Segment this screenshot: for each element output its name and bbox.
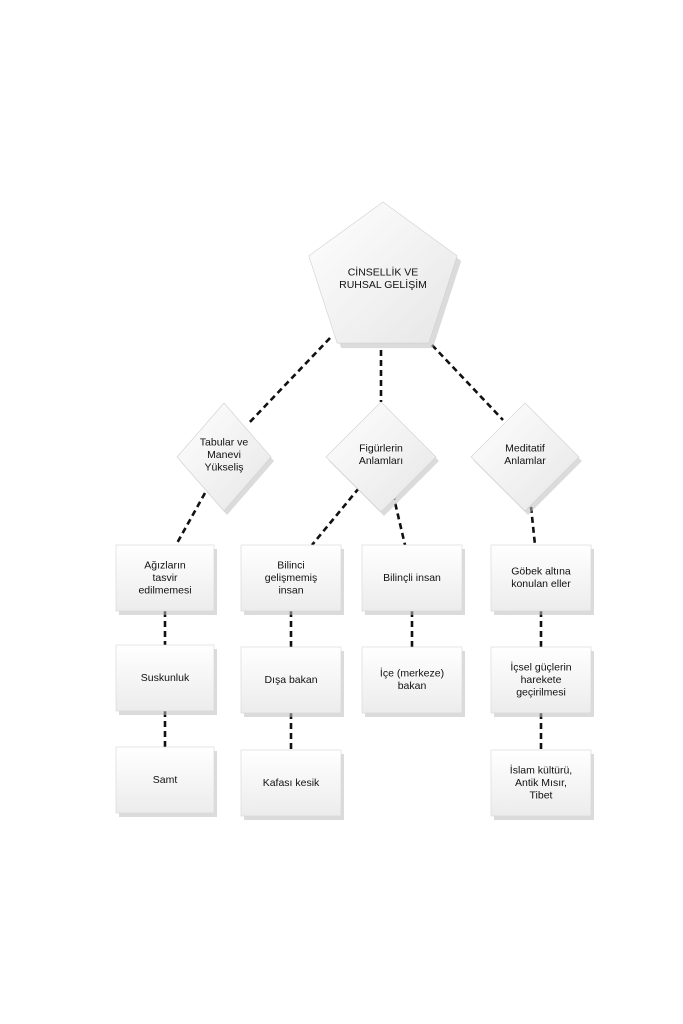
connector-cat2-b1 bbox=[310, 487, 361, 546]
box-shape bbox=[240, 646, 342, 714]
box-shape bbox=[490, 749, 592, 817]
box-shape bbox=[490, 646, 592, 714]
node-label-line: Anlamlar bbox=[504, 455, 546, 467]
item-node-a3: Samt bbox=[115, 746, 217, 817]
connector-cat2-c1 bbox=[391, 493, 407, 546]
box-shape bbox=[115, 544, 215, 612]
item-node-a2: Suskunluk bbox=[115, 644, 217, 715]
node-label-line: İslam kültürü, bbox=[510, 763, 572, 776]
node-label-line: Figürlerin bbox=[359, 443, 403, 455]
node-label-line: harekete bbox=[521, 674, 562, 686]
node-label-line: Göbek altına bbox=[511, 566, 571, 578]
node-label-line: bakan bbox=[398, 680, 427, 692]
node-label-line: Samt bbox=[153, 774, 178, 786]
node-label-line: Kafası kesik bbox=[263, 777, 320, 789]
item-node-c2: İçe (merkeze)bakan bbox=[361, 646, 465, 717]
node-label-line: gelişmemiş bbox=[265, 572, 318, 584]
box-shape bbox=[240, 749, 342, 817]
node-label-line: Tabular ve bbox=[200, 436, 249, 448]
node-label-line: Anlamları bbox=[359, 455, 403, 467]
node-label-line: Suskunluk bbox=[141, 672, 190, 684]
diamond-shape bbox=[325, 401, 437, 513]
node-label-line: Dışa bakan bbox=[264, 674, 317, 686]
node-label-line: geçirilmesi bbox=[516, 686, 566, 698]
connector-root-cat3 bbox=[431, 344, 504, 421]
item-node-b3: Kafası kesik bbox=[240, 749, 344, 820]
node-label-line: Bilinci bbox=[277, 559, 304, 571]
box-shape bbox=[115, 644, 215, 712]
node-label-line: RUHSAL GELİŞİM bbox=[339, 278, 427, 291]
node-label-line: Antik Mısır, bbox=[515, 777, 567, 789]
node-label-line: Meditatif bbox=[505, 443, 545, 455]
box-shape bbox=[361, 646, 463, 714]
box-shape bbox=[361, 544, 463, 612]
root-pentagon-shape bbox=[308, 201, 458, 344]
connector-cat3-d1 bbox=[528, 496, 537, 546]
connector-root-cat1 bbox=[247, 337, 331, 425]
item-node-b2: Dışa bakan bbox=[240, 646, 344, 717]
node-label-line: tasvir bbox=[152, 572, 178, 584]
box-shape bbox=[240, 544, 342, 612]
diamond-shape bbox=[470, 402, 580, 512]
box-shape bbox=[115, 746, 215, 814]
connector-lines bbox=[163, 337, 543, 750]
node-label-line: Bilinçli insan bbox=[383, 572, 441, 584]
node-label-line: Manevi bbox=[207, 449, 241, 461]
node-label-line: Ağızların bbox=[144, 559, 186, 571]
node-label-line: İçe (merkeze) bbox=[380, 667, 444, 680]
item-node-d3: İslam kültürü,Antik Mısır,Tibet bbox=[490, 749, 594, 820]
node-label-line: edilmemesi bbox=[138, 584, 191, 596]
node-label-line: insan bbox=[278, 584, 303, 596]
node-label-line: CİNSELLİK VE bbox=[348, 266, 419, 279]
node-label-line: Yükseliş bbox=[204, 461, 243, 473]
connector-cat1-a1 bbox=[174, 492, 207, 546]
box-shape bbox=[490, 544, 592, 612]
item-node-c1: Bilinçli insan bbox=[361, 544, 465, 615]
node-label-line: konulan eller bbox=[511, 578, 571, 590]
node-label-line: İçsel güçlerin bbox=[510, 660, 571, 673]
diamond-shape bbox=[176, 402, 272, 512]
node-label-line: Tibet bbox=[530, 789, 553, 801]
